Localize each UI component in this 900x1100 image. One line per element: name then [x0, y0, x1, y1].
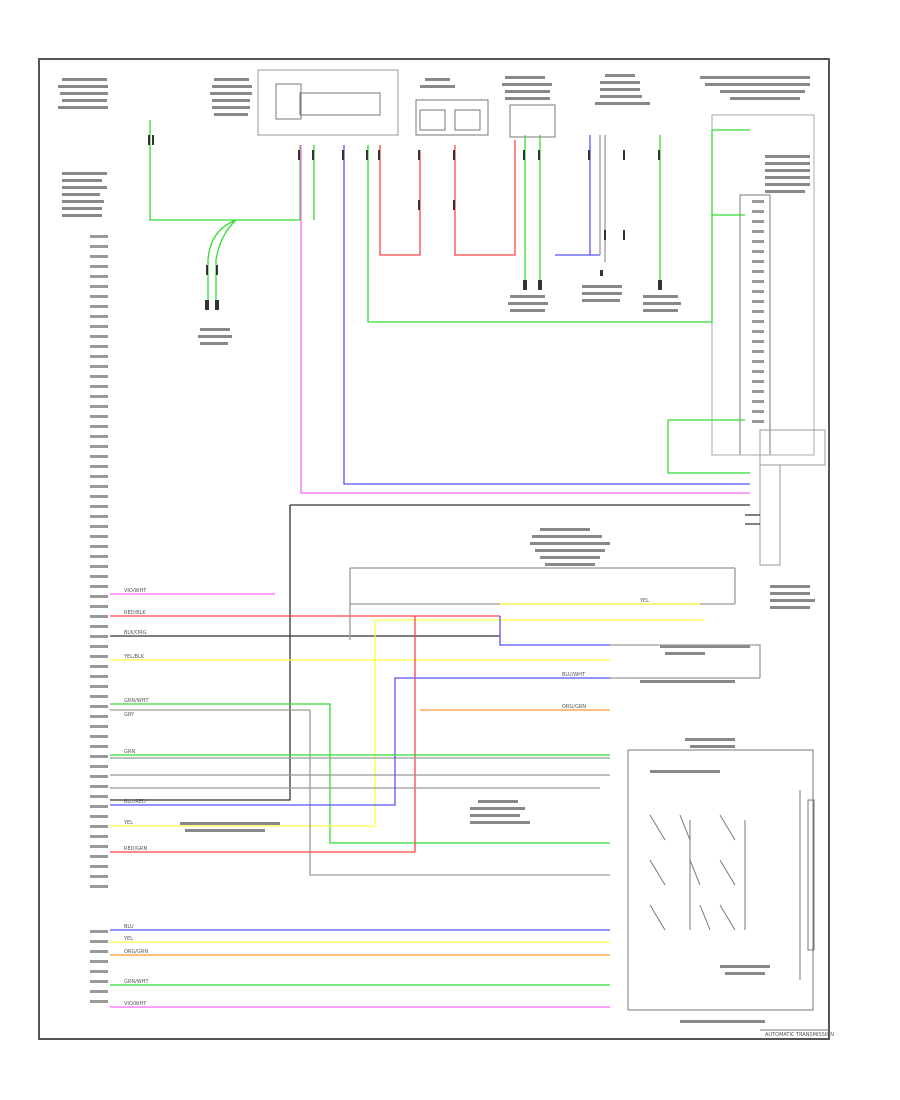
pcm-connector-box	[739, 194, 771, 456]
label-magenta-bottom: VIO/WHT	[124, 1001, 147, 1007]
fuse-box-main	[257, 69, 399, 136]
wires	[110, 120, 761, 1008]
wire-blue-long	[343, 145, 750, 485]
wire-red-upper	[379, 145, 421, 256]
label-yellow-bottom: YEL	[123, 936, 133, 942]
label-blue-mid: BLU/WHT	[562, 672, 586, 678]
component-label-tcm-header	[62, 172, 107, 217]
footer-title: AUTOMATIC TRANSMISSION	[765, 1032, 834, 1038]
wire-black-vertical	[110, 504, 750, 801]
label-yellow-ctl: YEL	[639, 598, 649, 604]
label-green-bottom: GRN/WHT	[124, 979, 149, 985]
wire-green-top-left	[149, 120, 301, 300]
label-red-upper: RED/BLK	[124, 610, 146, 616]
fuse-box-label	[210, 78, 252, 116]
label-orange-bottom: ORG/GRN	[124, 949, 148, 955]
diagram-frame	[38, 58, 830, 1040]
label-yellow-upper: YEL/BLK	[123, 654, 145, 660]
wire-green-loop	[367, 145, 745, 323]
wire-labels: VIO/WHT RED/BLK BLK/ORG YEL/BLK GRN/WHT …	[123, 588, 649, 1007]
relay-box	[415, 99, 489, 136]
label-orange-right: ORG/GRN	[562, 704, 586, 710]
label-green-ctl: GRN	[124, 749, 135, 755]
tcm-pin-list	[90, 235, 108, 1003]
sensor-box	[509, 104, 556, 138]
wire-magenta-long	[300, 145, 750, 494]
label-gray-ctl: GRY	[124, 712, 135, 718]
label-green-mid: GRN/WHT	[124, 698, 149, 704]
component-label-top-right	[700, 76, 810, 100]
label-blue-lower: BLU/RED	[124, 799, 146, 805]
wire-green-mid	[110, 703, 610, 844]
label-blue-bottom: BLU	[124, 924, 134, 930]
label-red-lower: RED/GRN	[124, 846, 148, 852]
connector-marks	[148, 135, 662, 310]
label-black-upper: BLK/ORG	[124, 630, 147, 636]
component-label-power-relay	[58, 78, 108, 109]
top-components	[58, 69, 826, 1023]
solenoid-pack	[627, 749, 815, 1011]
label-magenta-upper: VIO/WHT	[124, 588, 147, 594]
wire-blue-mid-h	[110, 677, 610, 806]
label-yellow-lower: YEL	[123, 820, 133, 826]
